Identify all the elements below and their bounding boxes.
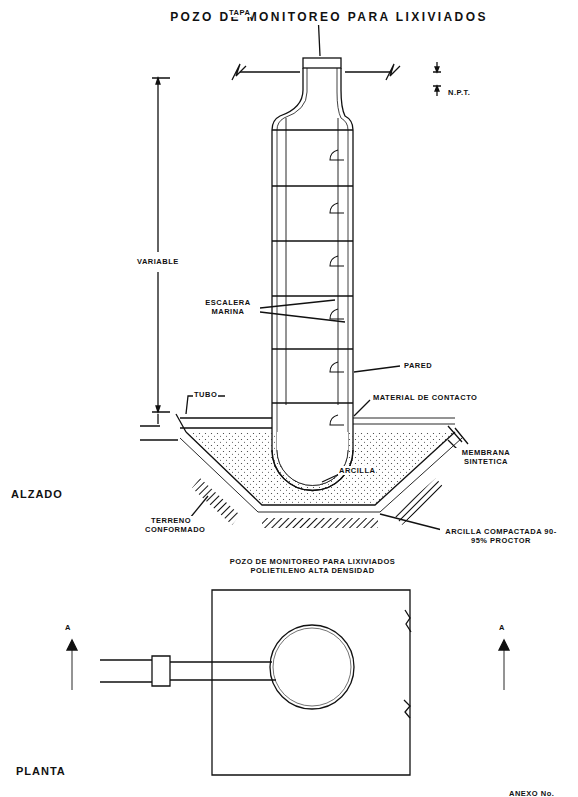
part-label: ESCALERA MARINA	[196, 298, 260, 317]
part-label: VARIABLE	[136, 257, 180, 266]
ladder-step	[330, 256, 344, 266]
ladder-step	[330, 362, 344, 372]
ladder-rung	[272, 185, 353, 187]
ladder-rung	[272, 402, 353, 404]
ladder-rung	[272, 348, 353, 350]
ladder-rung	[272, 295, 353, 297]
part-label: TERRENO CONFORMADO	[144, 516, 198, 535]
ladder-step	[330, 150, 344, 160]
ladder-step	[330, 309, 344, 319]
part-label: MEMBRANA SINTETICA	[455, 448, 517, 467]
title: POZO DE MONITOREO PARA LIXIVIADOS	[169, 10, 489, 25]
part-label: A	[64, 623, 72, 632]
part-label: ARCILLA COMPACTADA 90-95% PROCTOR	[440, 527, 562, 546]
part-label: TAPA	[228, 8, 251, 17]
ladder-step	[330, 415, 344, 425]
part-label: ALZADO	[10, 488, 64, 502]
part-label: PLANTA	[15, 765, 67, 779]
part-label: TUBO	[193, 390, 218, 399]
part-label: ANEXO No.	[508, 789, 555, 797]
part-label: MATERIAL DE CONTACTO	[372, 393, 478, 402]
ladder-rung	[272, 129, 353, 131]
part-label: ARCILLA	[338, 466, 376, 475]
part-label: POZO DE MONITOREO PARA LIXIVIADOS POLIET…	[224, 557, 401, 576]
part-label: N.P.T.	[447, 88, 471, 97]
ladder-rung	[272, 240, 353, 242]
part-label: PARED	[403, 361, 433, 370]
ladder-step	[330, 203, 344, 213]
part-label: A	[498, 623, 506, 632]
